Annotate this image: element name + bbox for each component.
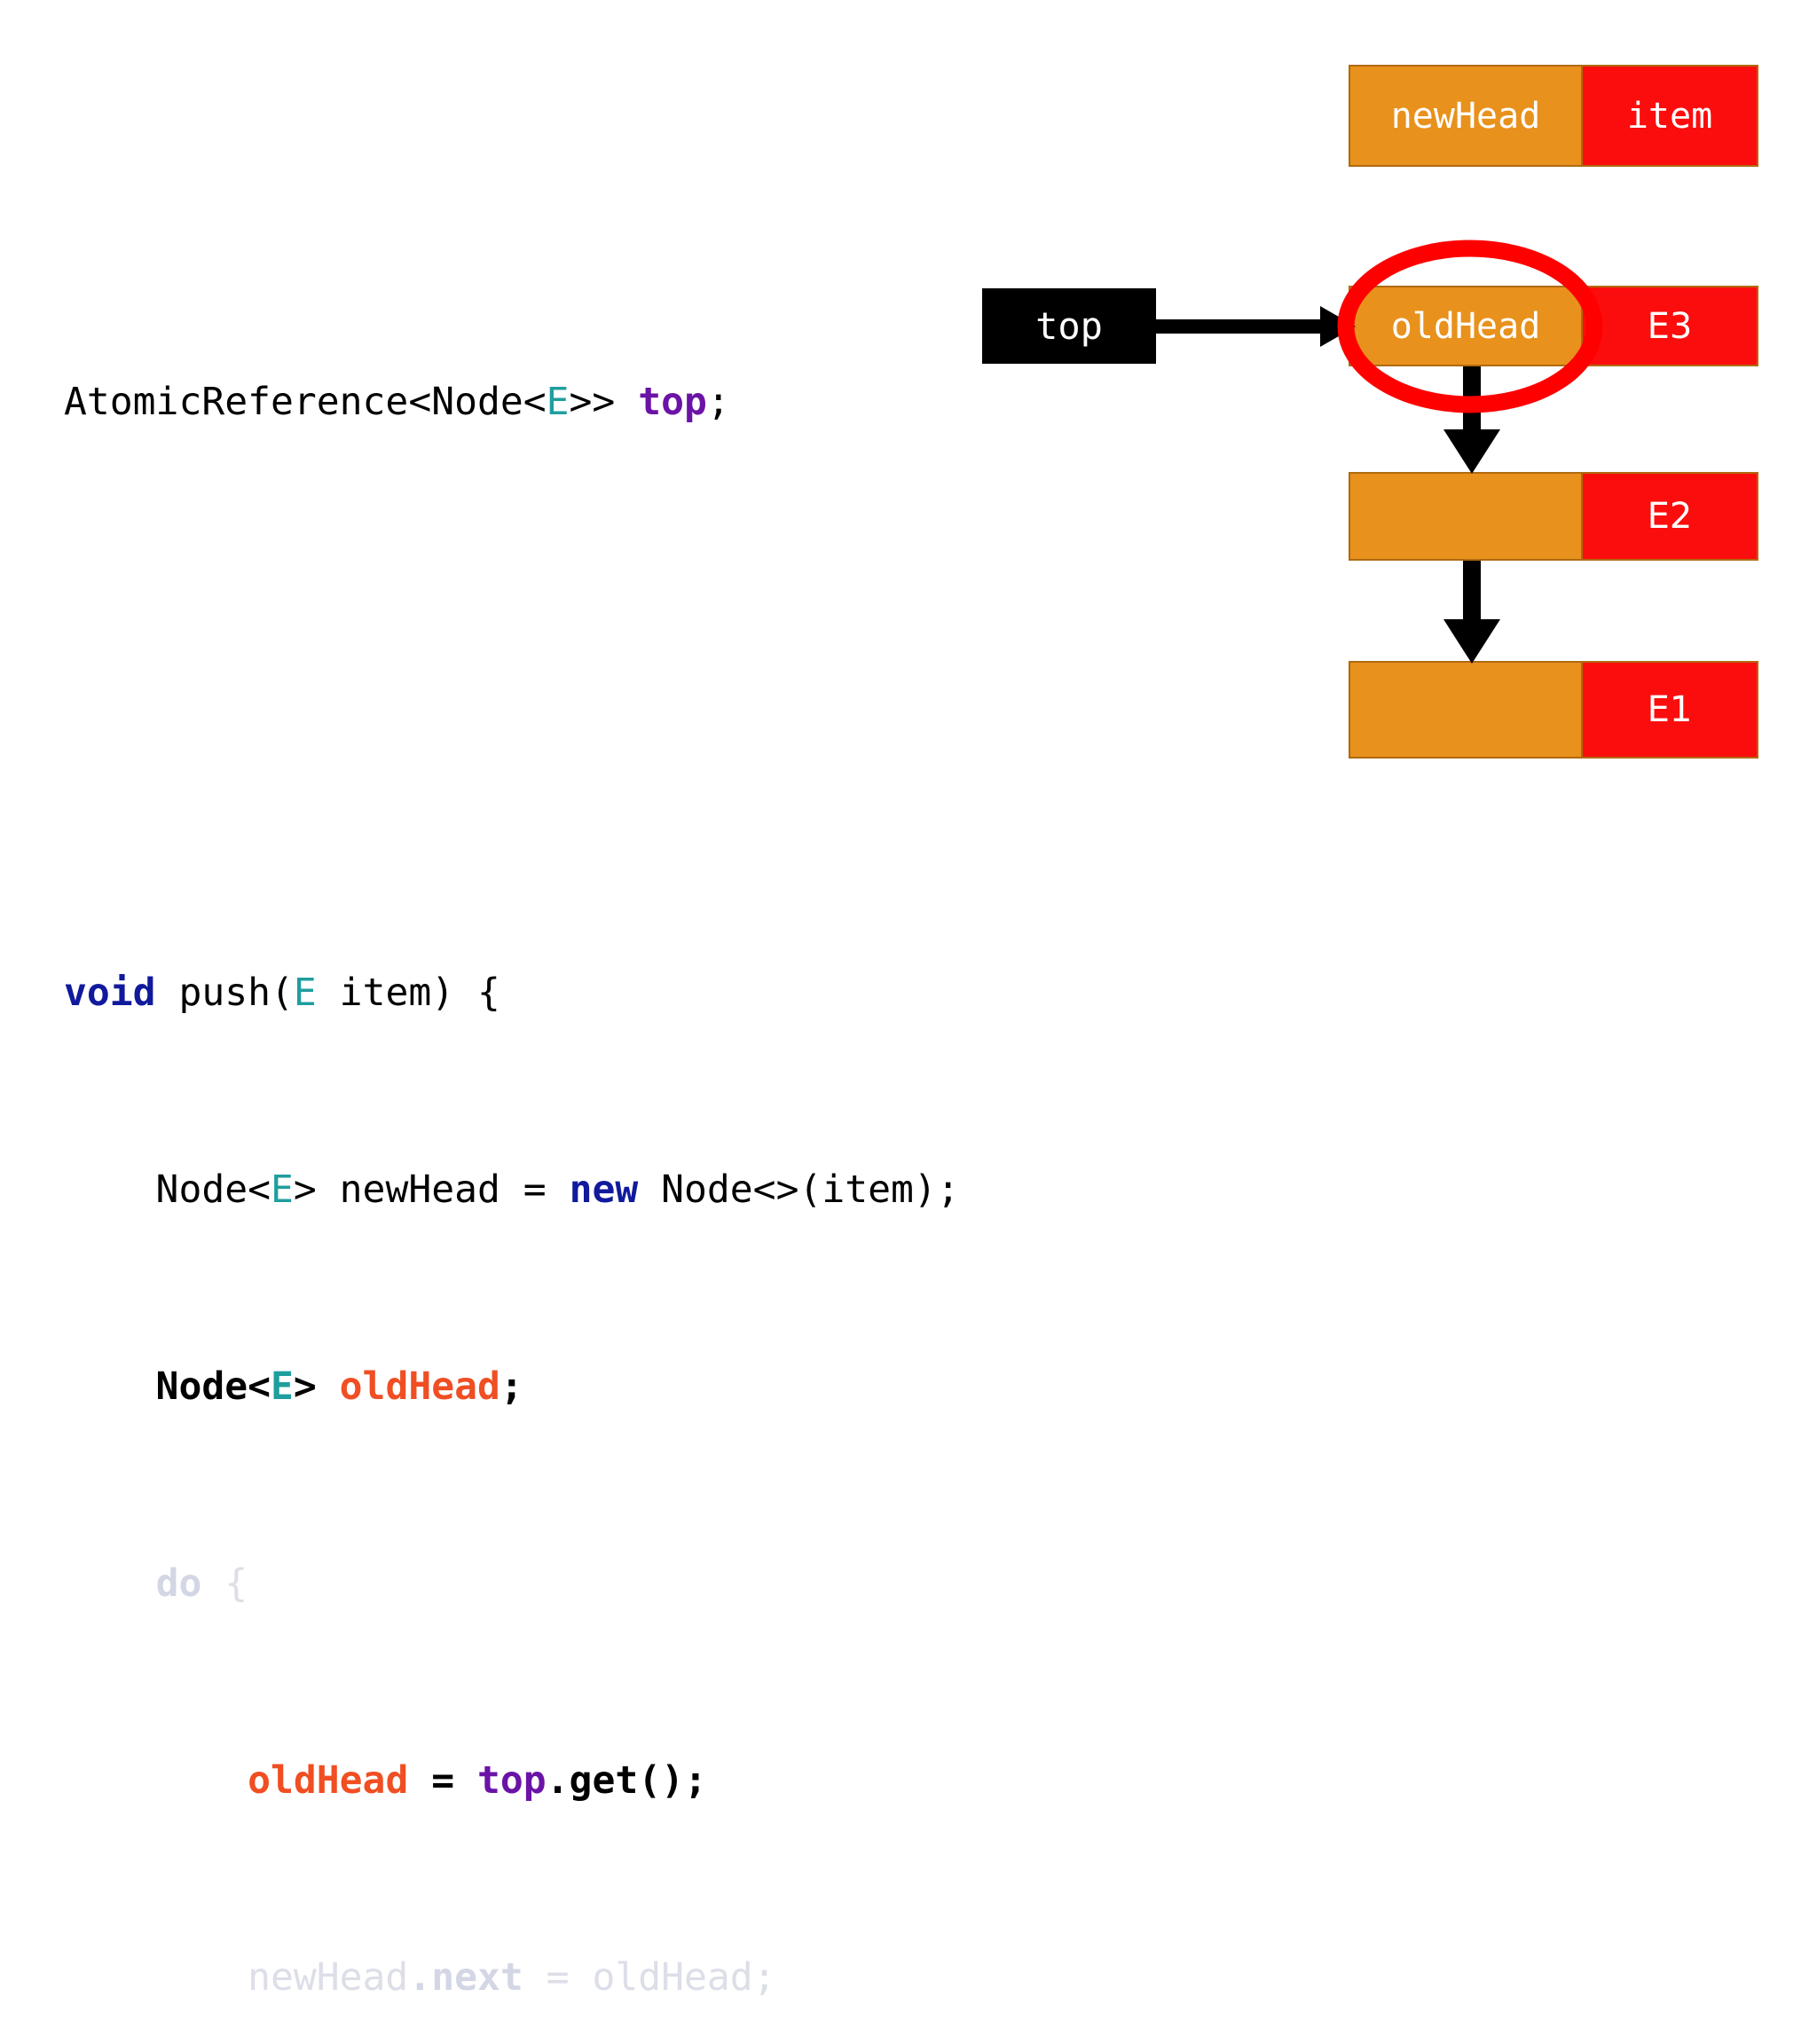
linked-node-new-head: newHead item xyxy=(1349,65,1758,167)
node-pointer-cell-e2 xyxy=(1349,472,1583,561)
top-reference-box: top xyxy=(982,288,1156,364)
node-value-cell-new-head: item xyxy=(1583,65,1758,167)
node-value-label-new-head: item xyxy=(1626,95,1713,137)
node-value-cell-old-head: E3 xyxy=(1583,286,1758,366)
code-line-blank-1 xyxy=(64,566,969,632)
node-pointer-label-new-head: newHead xyxy=(1390,95,1541,137)
code-line-do-open: do { xyxy=(155,1561,248,1606)
code-line-blank-2 xyxy=(64,763,969,829)
node-pointer-cell-e1 xyxy=(1349,661,1583,759)
code-block: AtomicReference<Node<E>> top; void push(… xyxy=(64,238,969,2044)
top-reference-label: top xyxy=(1035,304,1103,348)
arrow-top-to-old-head xyxy=(1156,306,1356,347)
linked-node-old-head: oldHead E3 xyxy=(1349,286,1758,366)
node-pointer-cell-old-head: oldHead xyxy=(1349,286,1583,366)
code-line-old-head-get: oldHead = top.get(); xyxy=(248,1758,707,1803)
node-value-label-e1: E1 xyxy=(1647,689,1693,730)
node-pointer-label-old-head: oldHead xyxy=(1390,305,1541,347)
arrow-old-head-to-e2 xyxy=(1443,366,1500,474)
linked-node-e2: E2 xyxy=(1349,472,1758,561)
node-value-label-e2: E2 xyxy=(1647,496,1693,537)
node-value-cell-e1: E1 xyxy=(1583,661,1758,759)
code-line-push-signature: void push(E item) { xyxy=(64,971,500,1015)
node-value-cell-e2: E2 xyxy=(1583,472,1758,561)
code-line-new-head-assign: Node<E> newHead = new Node<>(item); xyxy=(64,1167,960,1212)
code-line-decl-top: AtomicReference<Node<E>> top; xyxy=(64,380,730,424)
arrow-e2-to-e1 xyxy=(1443,561,1500,664)
linked-node-e1: E1 xyxy=(1349,661,1758,759)
code-line-new-head-next: newHead.next = oldHead; xyxy=(64,1955,776,2000)
node-value-label-old-head: E3 xyxy=(1647,305,1693,347)
code-line-old-head-decl: Node<E> oldHead; xyxy=(64,1364,523,1409)
node-pointer-cell-new-head: newHead xyxy=(1349,65,1583,167)
